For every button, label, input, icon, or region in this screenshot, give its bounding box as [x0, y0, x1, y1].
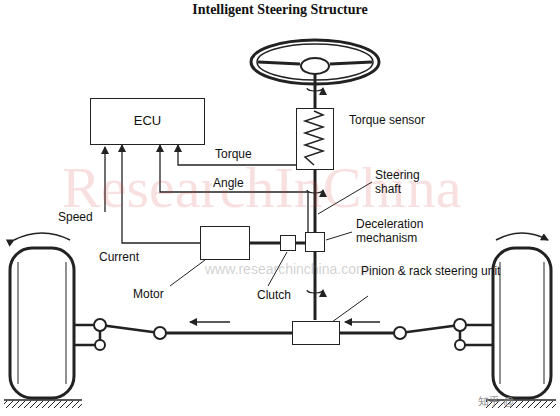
title: Intelligent Steering Structure: [0, 2, 560, 18]
signal-label: Angle: [212, 176, 245, 190]
watermark: www.researchinchina.com: [205, 262, 368, 276]
motor-box: Motor: [200, 226, 250, 260]
part-label: Steering shaft: [375, 168, 445, 196]
signal-label: Torque: [214, 147, 253, 161]
clutch-box: Clutch: [280, 235, 296, 251]
part-label: ECU: [91, 99, 204, 128]
drive-shaft: [296, 242, 305, 245]
spring-symbol: [297, 109, 332, 168]
watermark: 知乎 @: [478, 394, 514, 408]
torque-sensor-box: Torque sensor: [296, 108, 334, 170]
speed-label: Speed: [58, 210, 93, 224]
part-label: Deceleration mechanism: [356, 217, 466, 245]
drive-shaft: [250, 242, 280, 245]
part-label: Clutch: [257, 288, 317, 302]
part-label: Torque sensor: [349, 113, 469, 127]
watermark: ResearchInChina: [62, 158, 461, 218]
signal-label: Current: [98, 250, 140, 264]
part-label: Pinion & rack steering unit: [361, 264, 511, 278]
pinion-rack-box: Pinion & rack steering unit: [292, 321, 340, 345]
ecu-box: ECU: [90, 98, 205, 145]
part-label: Motor: [133, 287, 193, 301]
deceleration-box: Deceleration mechanism: [305, 232, 325, 252]
